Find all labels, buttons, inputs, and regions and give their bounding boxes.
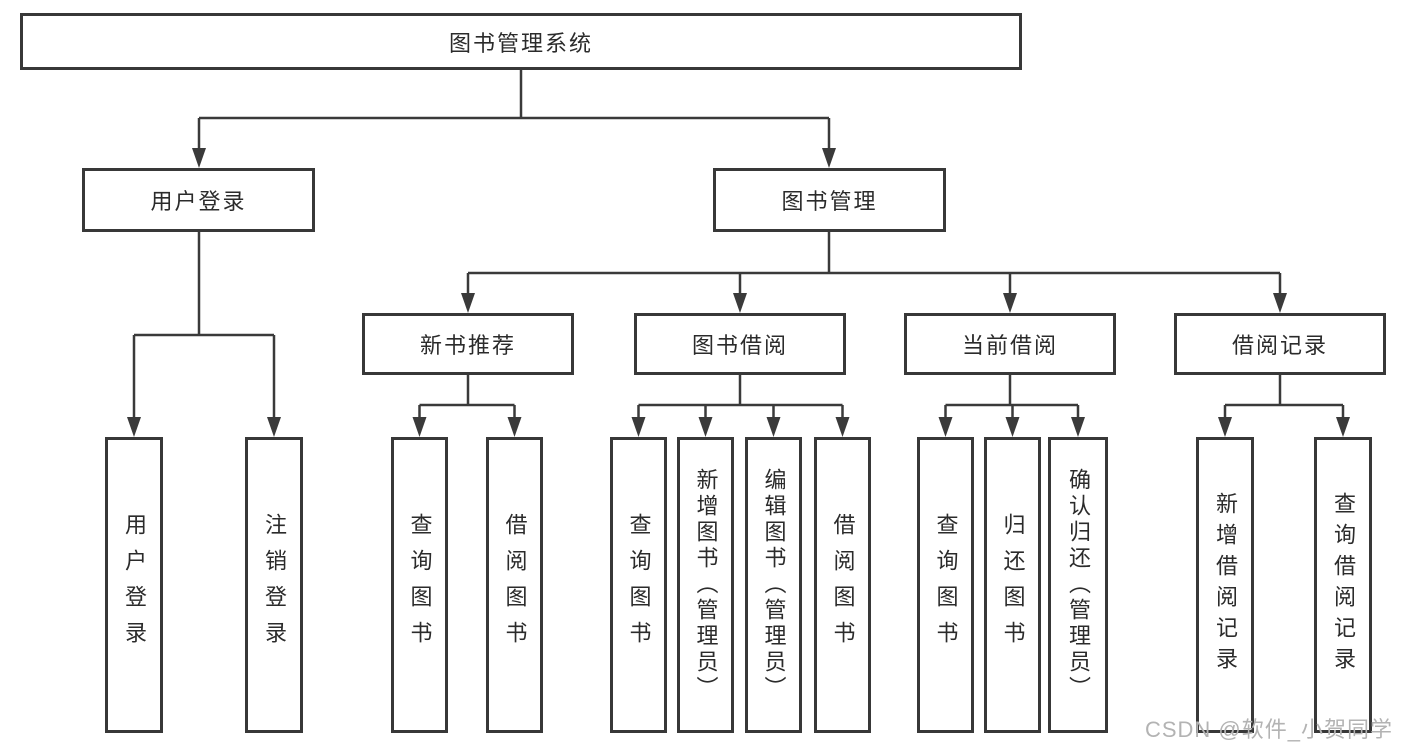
leaf-add-borrow-record: 新增借阅记录 xyxy=(1196,437,1254,733)
leaf-label: 用户登录 xyxy=(122,513,147,657)
leaf-label: 查询图书 xyxy=(933,513,959,657)
leaf-query-books: 查询图书 xyxy=(610,437,667,733)
node-label: 新书推荐 xyxy=(419,333,516,358)
leaf-borrow-books: 借阅图书 xyxy=(814,437,871,733)
leaf-label: 借阅图书 xyxy=(502,513,528,657)
leaf-label: 查询借阅记录 xyxy=(1331,492,1356,678)
leaf-confirm-return-admin: 确认归还（管理员） xyxy=(1048,437,1108,733)
leaf-label: 查询图书 xyxy=(407,513,433,657)
node-new-book-recommend: 新书推荐 xyxy=(362,313,574,375)
leaf-label: 新增图书（管理员） xyxy=(693,468,719,702)
leaf-add-books-admin: 新增图书（管理员） xyxy=(677,437,734,733)
leaf-query-books: 查询图书 xyxy=(391,437,448,733)
leaf-label: 查询图书 xyxy=(626,513,652,657)
node-label: 图书管理 xyxy=(781,189,878,214)
node-library-management-system: 图书管理系统 xyxy=(20,13,1022,70)
leaf-logout-login: 注销登录 xyxy=(245,437,303,733)
leaf-label: 编辑图书（管理员） xyxy=(761,468,787,702)
leaf-query-books: 查询图书 xyxy=(917,437,974,733)
leaf-borrow-books: 借阅图书 xyxy=(486,437,543,733)
node-label: 当前借阅 xyxy=(961,333,1058,358)
node-label: 图书借阅 xyxy=(691,333,788,358)
leaf-query-borrow-record: 查询借阅记录 xyxy=(1314,437,1372,733)
leaf-edit-books-admin: 编辑图书（管理员） xyxy=(745,437,802,733)
node-user-login: 用户登录 xyxy=(82,168,315,232)
leaf-user-login: 用户登录 xyxy=(105,437,163,733)
leaf-label: 注销登录 xyxy=(262,513,287,657)
csdn-watermark: CSDN @软件_小贺同学 xyxy=(1144,717,1393,742)
arrowheads xyxy=(127,148,1350,437)
leaf-label: 确认归还（管理员） xyxy=(1066,468,1091,702)
leaf-return-books: 归还图书 xyxy=(984,437,1041,733)
leaf-label: 新增借阅记录 xyxy=(1213,492,1238,678)
node-current-borrow: 当前借阅 xyxy=(904,313,1116,375)
leaf-label: 归还图书 xyxy=(1000,513,1026,657)
leaf-label: 借阅图书 xyxy=(830,513,856,657)
node-book-management: 图书管理 xyxy=(713,168,946,232)
node-label: 用户登录 xyxy=(150,189,247,214)
node-label: 图书管理系统 xyxy=(448,30,593,56)
node-label: 借阅记录 xyxy=(1231,333,1328,358)
node-borrow-records: 借阅记录 xyxy=(1174,313,1386,375)
node-book-borrow: 图书借阅 xyxy=(634,313,846,375)
